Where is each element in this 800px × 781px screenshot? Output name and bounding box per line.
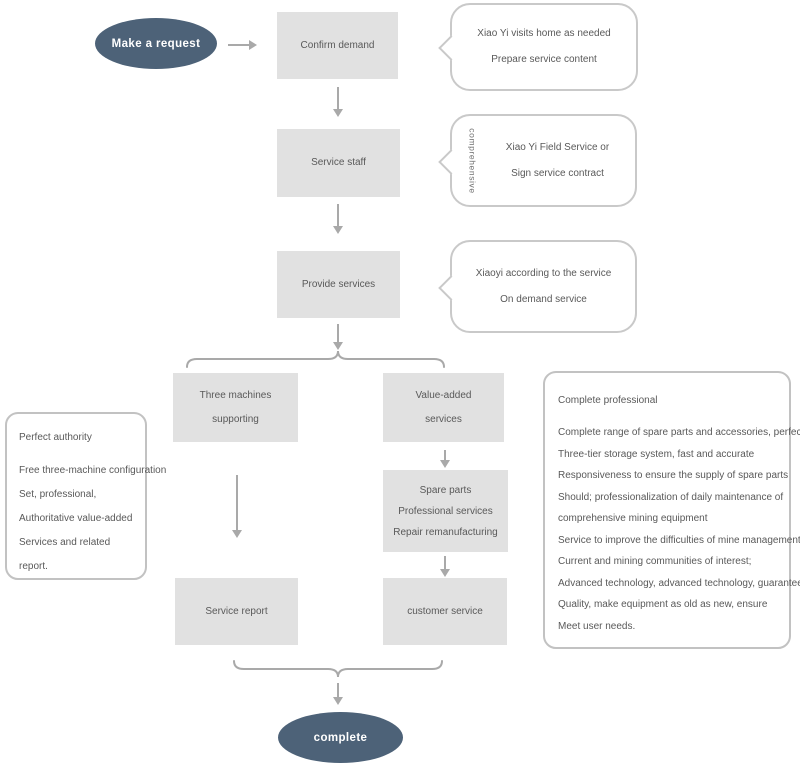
- note-line: Free three-machine configuration: [19, 465, 167, 476]
- box-value-added-line2: services: [425, 413, 462, 425]
- note-line: Set, professional,: [19, 489, 97, 500]
- box-spare-parts-line2: Professional services: [398, 505, 493, 517]
- split-brace: [186, 350, 445, 368]
- note-line: Three-tier storage system, fast and accu…: [558, 448, 755, 460]
- box-value-added: Value-added services: [383, 373, 504, 442]
- box-service-staff-label: Service staff: [311, 157, 366, 168]
- box-three-machines-line2: supporting: [212, 413, 259, 425]
- callout-ondemand-line1: Xiaoyi according to the service: [475, 267, 612, 279]
- box-three-machines-line1: Three machines: [199, 389, 272, 401]
- box-value-added-line1: Value-added: [415, 389, 472, 401]
- note-line: report.: [19, 561, 48, 572]
- start-node: Make a request: [95, 18, 217, 69]
- arrow-spare-to-customer: [444, 556, 446, 569]
- arrow-value-to-spare: [444, 450, 446, 460]
- arrow-merge-to-end: [337, 683, 339, 697]
- vertical-label-comprehensive: comprehensive: [467, 127, 478, 194]
- note-perfect-authority-title: Perfect authority: [19, 432, 92, 443]
- callout-ondemand-line2: On demand service: [500, 293, 587, 305]
- arrow-confirm-to-staff: [337, 87, 339, 109]
- box-service-staff: Service staff: [277, 129, 400, 197]
- merge-brace: [233, 660, 443, 678]
- note-line: Complete range of spare parts and access…: [558, 427, 800, 438]
- note-line: Should; professionalization of daily mai…: [558, 491, 784, 503]
- note-complete-professional-title: Complete professional: [558, 395, 658, 406]
- callout-visit: Xiao Yi visits home as needed Prepare se…: [450, 3, 638, 91]
- note-line: Responsiveness to ensure the supply of s…: [558, 470, 789, 481]
- box-service-report-label: Service report: [205, 605, 268, 617]
- note-line: Authoritative value-added: [19, 513, 133, 524]
- arrow-staff-to-provide: [337, 204, 339, 226]
- box-customer-service: customer service: [383, 578, 507, 645]
- box-confirm-demand: Confirm demand: [277, 12, 398, 79]
- box-spare-parts: Spare parts Professional services Repair…: [383, 470, 508, 552]
- end-node-label: complete: [313, 731, 368, 744]
- note-line: Advanced technology, advanced technology…: [558, 577, 800, 589]
- box-service-report: Service report: [175, 578, 298, 645]
- callout-contract: comprehensive Xiao Yi Field Service or S…: [450, 114, 637, 207]
- box-provide-services-label: Provide services: [301, 278, 376, 290]
- note-line: Quality, make equipment as old as new, e…: [558, 599, 768, 610]
- note-line: Current and mining communities of intere…: [558, 556, 752, 567]
- box-confirm-demand-label: Confirm demand: [300, 39, 375, 51]
- note-line: comprehensive mining equipment: [558, 513, 708, 524]
- box-spare-parts-line3: Repair remanufacturing: [393, 526, 498, 538]
- box-provide-services: Provide services: [277, 251, 400, 318]
- note-line: Service to improve the difficulties of m…: [558, 534, 800, 546]
- box-spare-parts-line1: Spare parts: [419, 484, 472, 496]
- callout-visit-line1: Xiao Yi visits home as needed: [477, 28, 611, 39]
- box-customer-service-label: customer service: [407, 605, 483, 617]
- callout-contract-line2: Sign service contract: [511, 167, 604, 179]
- end-node: complete: [278, 712, 403, 763]
- box-three-machines: Three machines supporting: [173, 373, 298, 442]
- note-perfect-authority: Perfect authority Free three-machine con…: [5, 412, 167, 580]
- arrow-provide-to-branch: [337, 324, 339, 342]
- callout-visit-line2: Prepare service content: [491, 54, 597, 65]
- callout-ondemand: Xiaoyi according to the service On deman…: [450, 240, 637, 333]
- arrow-start-to-confirm: [228, 44, 249, 46]
- callout-contract-line1: Xiao Yi Field Service or: [505, 141, 610, 153]
- note-complete-professional: Complete professional Complete range of …: [543, 371, 800, 649]
- start-node-label: Make a request: [111, 37, 201, 50]
- note-line: Services and related: [19, 537, 111, 548]
- arrow-three-to-report: [236, 475, 238, 530]
- note-line: Meet user needs.: [558, 620, 636, 632]
